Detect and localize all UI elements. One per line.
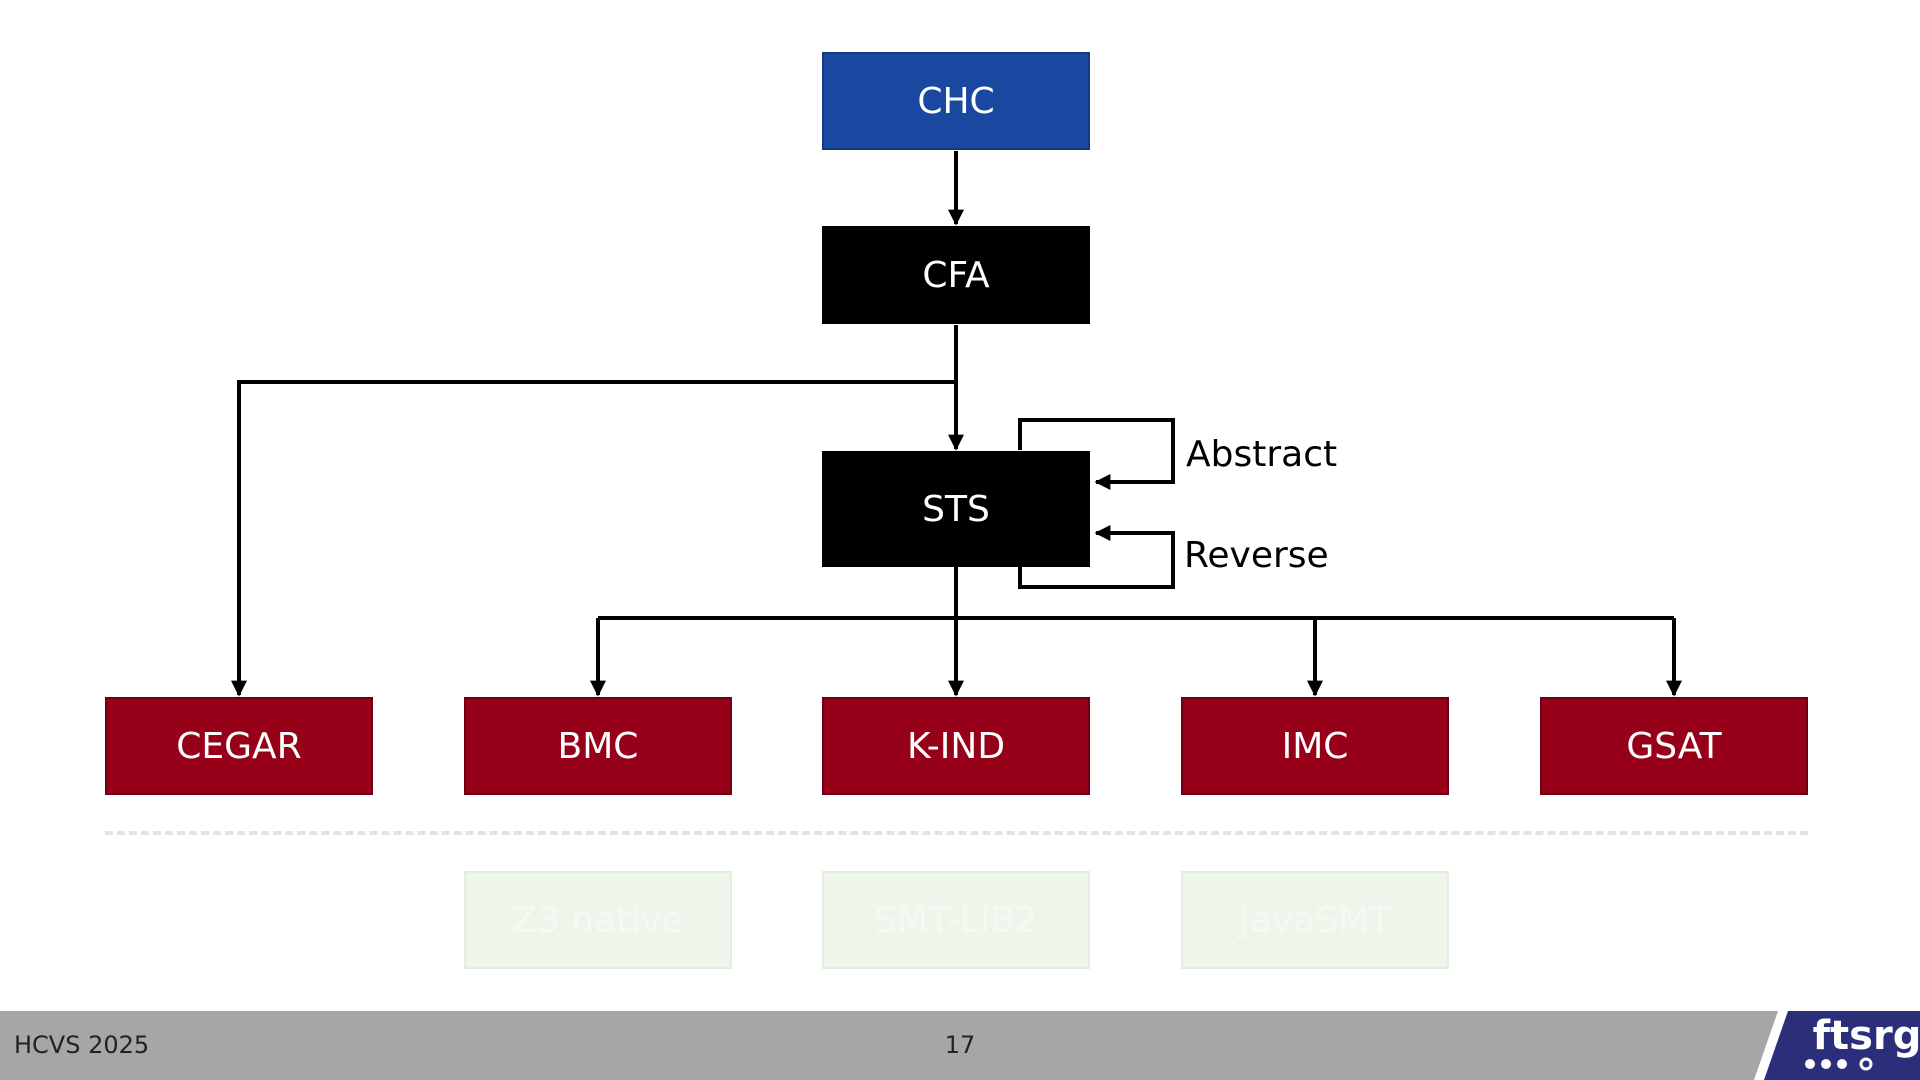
node-cegar: CEGAR [105, 697, 373, 795]
node-imc-label: IMC [1281, 725, 1349, 767]
node-bmc-label: BMC [557, 725, 639, 767]
node-sts: STS [822, 451, 1090, 567]
edge-label-reverse: Reverse [1184, 535, 1329, 576]
solver-z3-native-label: Z3 native [512, 899, 684, 941]
separator-dashed-line [105, 831, 1808, 835]
edge-cfa-cegar [231, 380, 956, 697]
node-sts-label: STS [922, 488, 990, 530]
solver-z3-native: Z3 native [464, 871, 732, 969]
node-cfa: CFA [822, 226, 1090, 324]
node-cegar-label: CEGAR [176, 725, 302, 767]
edge-label-abstract: Abstract [1186, 434, 1338, 475]
page-number: 17 [944, 1031, 976, 1059]
solver-javasmt: JavaSMT [1181, 871, 1449, 969]
node-kind: K-IND [822, 697, 1090, 795]
solver-smt-lib2: SMT-LIB2 [822, 871, 1090, 969]
ftsrg-logo: ftsrg [1754, 1011, 1920, 1080]
loop-reverse [1018, 525, 1175, 589]
node-kind-label: K-IND [906, 725, 1006, 767]
solver-smt-lib2-label: SMT-LIB2 [874, 899, 1038, 941]
node-gsat: GSAT [1540, 697, 1808, 795]
logo-wordmark: ftsrg [1813, 1013, 1920, 1059]
node-chc-label: CHC [917, 80, 995, 122]
footer-bar: HCVS 2025 17 [0, 1011, 1920, 1080]
node-chc: CHC [822, 52, 1090, 150]
node-bmc: BMC [464, 697, 732, 795]
solver-javasmt-label: JavaSMT [1239, 899, 1391, 941]
loop-abstract [1018, 418, 1175, 490]
footer-event: HCVS 2025 [14, 1031, 150, 1059]
node-cfa-label: CFA [922, 254, 990, 296]
node-gsat-label: GSAT [1626, 725, 1722, 767]
node-imc: IMC [1181, 697, 1449, 795]
